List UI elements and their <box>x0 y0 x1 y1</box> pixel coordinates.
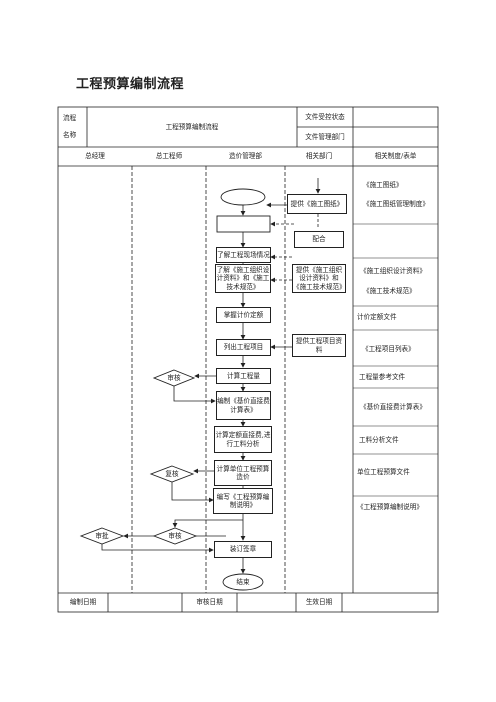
footer-compile-date: 编制日期 <box>69 598 97 607</box>
start-ellipse <box>220 188 266 206</box>
ref-unit-price-table: 《基价直接费计算表》 <box>360 403 426 411</box>
decision-review-label: 审核 <box>167 373 181 382</box>
related-provide-drawings: 提供《施工图纸》 <box>287 194 347 214</box>
ref-quantity-file: 工程量参考文件 <box>359 373 406 381</box>
step-write-note: 编写《工程预算编制说明》 <box>213 488 273 514</box>
ref-item-list: 《工程项目列表》 <box>362 345 415 353</box>
step-quota: 掌握计价定额 <box>216 307 271 323</box>
ref-drawings-policy: 《施工图纸管理制度》 <box>363 200 429 208</box>
decision-recheck-label: 复核 <box>165 469 179 478</box>
decision-review2-label: 审核 <box>168 531 182 540</box>
page-title: 工程预算编制流程 <box>76 77 185 92</box>
ref-budget-note: 《工程预算编制说明》 <box>357 503 423 511</box>
column-header-related-dept: 相关部门 <box>305 152 333 161</box>
ref-drawings: 《施工图纸》 <box>363 181 403 189</box>
empty-step-box <box>216 215 271 233</box>
related-coordinate: 配合 <box>294 231 344 248</box>
review-diamond-2 <box>152 527 198 545</box>
column-header-chief-engineer: 总工程师 <box>155 152 183 161</box>
flow-name: 工程预算编制流程 <box>165 122 219 131</box>
flow-label-2: 名称 <box>63 131 77 139</box>
end-ellipse <box>222 573 264 591</box>
doc-status-label: 文件受控状态 <box>305 112 345 121</box>
column-header-references: 相关制度/表单 <box>374 152 417 161</box>
table-frame <box>57 106 439 613</box>
footer-review-date: 审核日期 <box>196 598 223 607</box>
step-understand-docs: 了解《施工组织设计资料》和《施工技术规范》 <box>215 264 271 293</box>
step-unit-cost: 计算单位工程预算造价 <box>214 460 272 486</box>
ref-unit-budget-file: 单位工程预算文件 <box>357 468 410 476</box>
related-provide-items: 提供工程项目资料 <box>292 334 346 357</box>
end-label: 结束 <box>236 577 250 586</box>
step-unit-price-table: 编制《基价直接费计算表》 <box>216 391 271 420</box>
ref-material-analysis: 工料分析文件 <box>359 436 399 444</box>
ref-tech-spec: 《施工技术规范》 <box>363 287 416 295</box>
column-header-cost-dept: 造价管理部 <box>229 152 262 161</box>
flow-label-1: 流程 <box>63 114 77 122</box>
decision-approve-label: 审批 <box>95 531 109 540</box>
ref-quota-file: 计价定额文件 <box>357 313 397 321</box>
doc-dept-label: 文件管理部门 <box>305 132 345 141</box>
step-understand-site: 了解工程现场情况 <box>216 247 271 263</box>
step-direct-cost: 计算定额直接费,进行工料分析 <box>214 426 272 453</box>
footer-effective-date: 生效日期 <box>305 598 333 607</box>
step-calc-quantity: 计算工程量 <box>216 368 271 384</box>
column-header-gm: 总经理 <box>85 152 105 161</box>
ref-construction-docs: 《施工组织设计资料》 <box>360 267 426 275</box>
related-provide-docs: 提供《施工组织设计资料》和《施工技术规范》 <box>292 264 346 293</box>
step-list-items: 列出工程项目 <box>216 339 271 356</box>
step-bind-sign: 装订签章 <box>214 541 272 558</box>
